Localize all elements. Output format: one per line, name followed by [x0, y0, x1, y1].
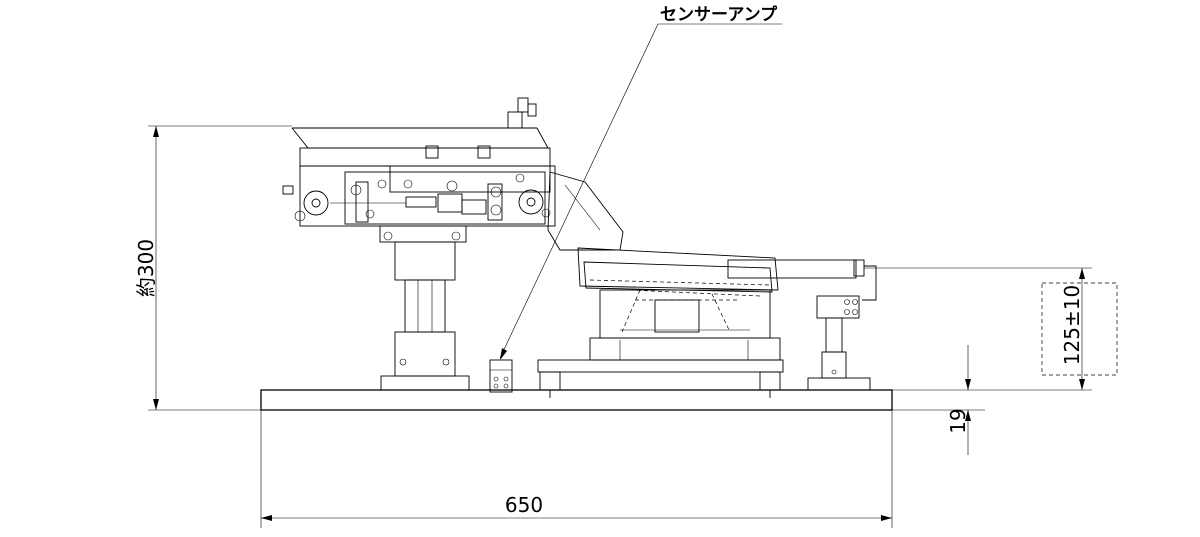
dimension-tilt-height: [864, 267, 1118, 391]
dimension-base-thickness: [892, 345, 985, 455]
base-plate: [260, 389, 893, 411]
dimension-height: [148, 125, 292, 411]
dimension-width: [260, 410, 893, 528]
callout-leader: [499, 23, 782, 360]
callout-label: センサーアンプ: [660, 4, 778, 25]
support-post: [807, 265, 877, 391]
feeder-assembly: [282, 97, 556, 391]
chute: [547, 171, 624, 251]
sensor-amplifier: [489, 359, 513, 393]
tilt-table-assembly: [537, 247, 865, 398]
dimension-tilt-height-label: 125±10: [1060, 285, 1084, 365]
dimension-height-label: 約300: [134, 239, 158, 297]
dimension-width-label: 650: [505, 493, 543, 517]
dimension-base-thickness-label: 19: [946, 408, 970, 433]
